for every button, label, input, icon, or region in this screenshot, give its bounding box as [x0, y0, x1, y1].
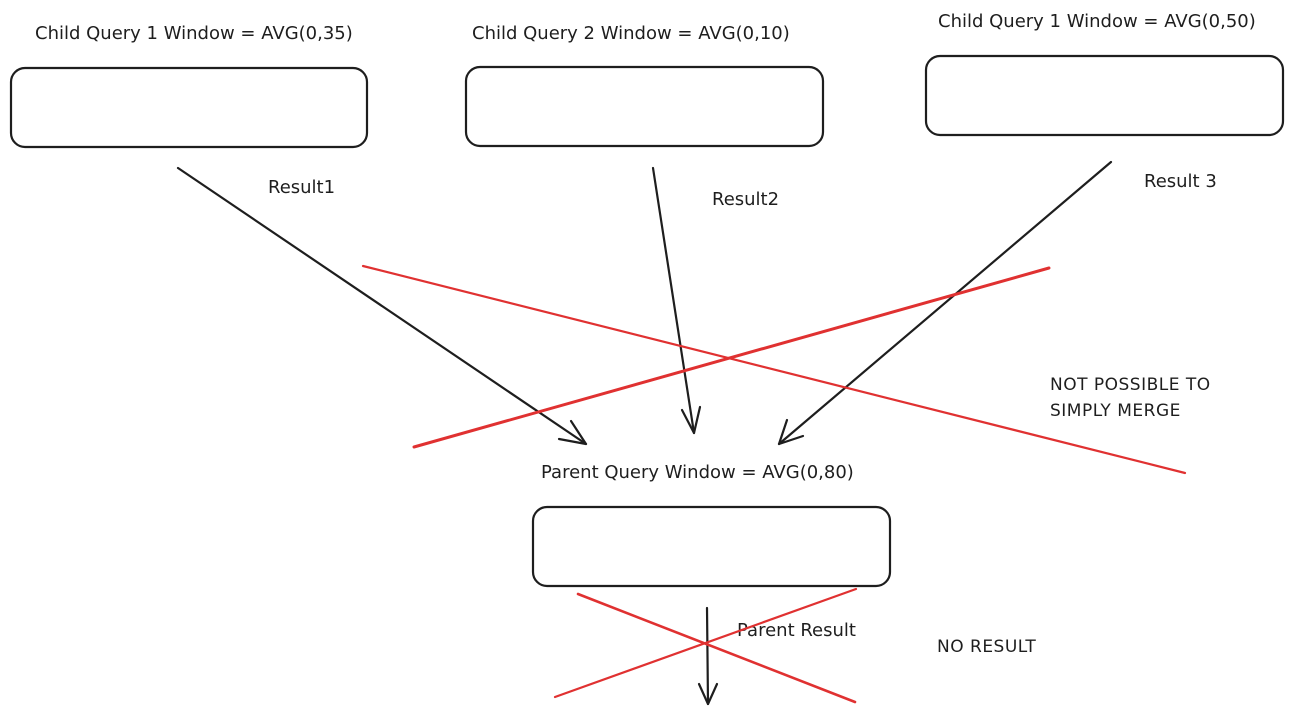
- child-query-3-title: Child Query 1 Window = AVG(0,50): [938, 11, 1256, 32]
- child-query-1-box[interactable]: [9, 66, 369, 149]
- arrow-parent-result: [697, 606, 719, 706]
- result-3-label: Result 3: [1144, 171, 1217, 192]
- arrow-result-2-head: [680, 405, 702, 435]
- child-query-2-box[interactable]: [464, 65, 825, 148]
- arrow-result-2-shaft: [651, 166, 696, 435]
- result-2-label: Result2: [712, 189, 779, 210]
- arrow-result-3-shaft: [777, 160, 1113, 446]
- parent-result-label: Parent Result: [737, 620, 856, 641]
- arrow-result-2: [651, 166, 702, 435]
- no-result-label: NO RESULT: [937, 637, 1036, 657]
- arrow-result-1-shaft: [176, 166, 588, 446]
- parent-result-cross-out: [553, 587, 858, 704]
- arrow-result-1-head: [557, 419, 588, 446]
- parent-query-title: Parent Query Window = AVG(0,80): [541, 462, 854, 483]
- arrow-result-3: [777, 160, 1113, 446]
- arrow-parent-result-shaft: [705, 606, 710, 706]
- parent-cross-line-1: [576, 592, 857, 704]
- child-query-2-title: Child Query 2 Window = AVG(0,10): [472, 23, 790, 44]
- merge-cross-out: [361, 264, 1187, 475]
- arrow-result-1: [176, 166, 588, 446]
- merge-note-line-1: NOT POSSIBLE TO: [1050, 375, 1211, 395]
- result-1-label: Result1: [268, 177, 335, 198]
- arrow-parent-result-head: [697, 682, 719, 706]
- parent-cross-line-2: [553, 587, 858, 699]
- merge-cross-line-1: [361, 264, 1187, 475]
- merge-note-line-2: SIMPLY MERGE: [1050, 401, 1181, 421]
- merge-cross-line-2: [412, 266, 1051, 449]
- child-query-1-title: Child Query 1 Window = AVG(0,35): [35, 23, 353, 44]
- parent-query-box[interactable]: [531, 505, 892, 588]
- arrow-result-3-head: [777, 418, 805, 446]
- child-query-3-box[interactable]: [924, 54, 1285, 137]
